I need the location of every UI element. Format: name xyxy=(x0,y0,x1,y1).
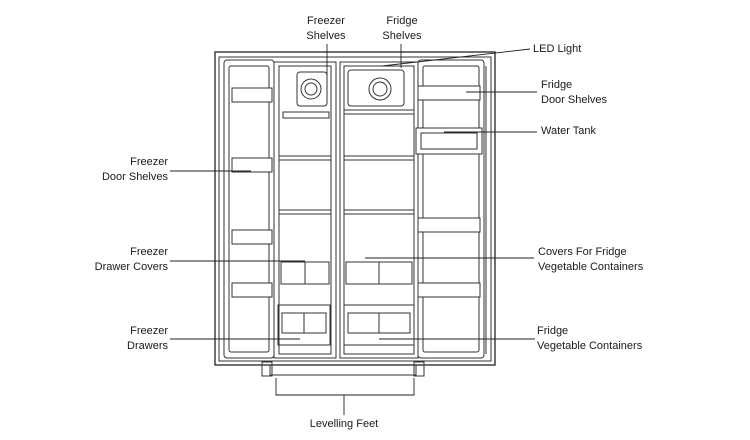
label-freezer-drawer-covers: Freezer Drawer Covers xyxy=(68,245,168,275)
label-levelling-feet: Levelling Feet xyxy=(290,417,398,432)
label-fridge-door-shelves-line1: Fridge xyxy=(541,79,573,91)
label-fridge-shelves-line1: Fridge xyxy=(386,15,418,27)
label-water-tank-text: Water Tank xyxy=(541,125,597,137)
label-freezer-drawer-covers-line2: Drawer Covers xyxy=(94,261,168,273)
label-freezer-shelves-line2: Shelves xyxy=(306,30,346,42)
label-covers-fridge-vegetable-line2: Vegetable Containers xyxy=(538,261,644,273)
label-freezer-shelves-line1: Freezer xyxy=(307,15,345,27)
label-fridge-door-shelves-line2: Door Shelves xyxy=(541,94,608,106)
label-fridge-vegetable-containers-line1: Fridge xyxy=(537,325,569,337)
freezer-door xyxy=(223,59,275,359)
label-freezer-door-shelves: Freezer Door Shelves xyxy=(70,155,168,185)
fridge-compartment xyxy=(339,61,419,359)
label-water-tank: Water Tank xyxy=(541,124,596,139)
label-fridge-door-shelves: Fridge Door Shelves xyxy=(541,78,607,108)
leader-lines xyxy=(170,44,537,415)
label-freezer-drawer-covers-line1: Freezer xyxy=(130,246,168,258)
label-led-light-text: LED Light xyxy=(533,43,582,55)
label-led-light: LED Light xyxy=(533,42,581,57)
label-covers-fridge-vegetable: Covers For Fridge Vegetable Containers xyxy=(538,245,643,275)
label-fridge-shelves-line2: Shelves xyxy=(382,30,422,42)
label-covers-fridge-vegetable-line1: Covers For Fridge xyxy=(538,246,627,258)
base-and-feet xyxy=(261,361,425,377)
label-freezer-drawers: Freezer Drawers xyxy=(68,324,168,354)
label-freezer-drawers-line1: Freezer xyxy=(130,325,168,337)
label-fridge-vegetable-containers: Fridge Vegetable Containers xyxy=(537,324,642,354)
label-freezer-door-shelves-line2: Door Shelves xyxy=(101,171,168,183)
fridge-door xyxy=(415,59,487,359)
label-levelling-feet-text: Levelling Feet xyxy=(309,418,379,430)
freezer-compartment xyxy=(273,61,337,359)
label-freezer-door-shelves-line1: Freezer xyxy=(130,156,168,168)
label-fridge-shelves: Fridge Shelves xyxy=(372,14,432,44)
label-freezer-drawers-line2: Drawers xyxy=(127,340,168,352)
label-fridge-vegetable-containers-line2: Vegetable Containers xyxy=(537,340,643,352)
label-freezer-shelves: Freezer Shelves xyxy=(294,14,358,44)
